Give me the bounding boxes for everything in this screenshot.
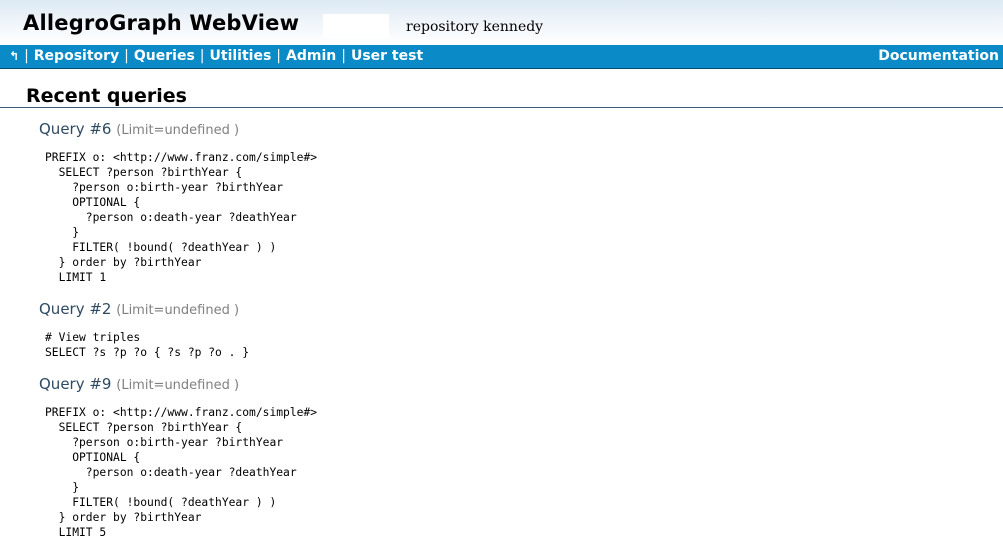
query-code: PREFIX o: <http://www.franz.com/simple#>… xyxy=(45,151,318,284)
repository-label: repository kennedy xyxy=(406,19,544,35)
query-title[interactable]: Query #9 xyxy=(39,375,112,393)
query-limit: (Limit=undefined ) xyxy=(116,123,240,138)
redacted-region xyxy=(323,14,389,38)
query-title[interactable]: Query #6 xyxy=(39,120,112,138)
nav-repository[interactable]: Repository xyxy=(33,48,120,64)
navbar: ↰|Repository|Queries|Utilities|Admin|Use… xyxy=(0,45,1003,69)
nav-menu: ↰|Repository|Queries|Utilities|Admin|Use… xyxy=(9,48,423,64)
query-heading[interactable]: Query #9 (Limit=undefined ) xyxy=(39,375,311,393)
page-title: Recent queries xyxy=(26,85,187,107)
nav-utilities[interactable]: Utilities xyxy=(209,48,272,64)
back-arrow-icon[interactable]: ↰ xyxy=(9,49,20,63)
nav-separator: | xyxy=(276,48,282,64)
nav-separator: | xyxy=(24,48,29,64)
header: AllegroGraph WebView repository kennedy xyxy=(0,0,1003,45)
nav-separator: | xyxy=(124,48,129,64)
query-item: Query #2 (Limit=undefined ) # View tripl… xyxy=(39,300,249,360)
nav-separator: | xyxy=(199,48,205,64)
query-heading[interactable]: Query #2 (Limit=undefined ) xyxy=(39,300,243,318)
nav-separator: | xyxy=(341,48,346,64)
query-code: PREFIX o: <http://www.franz.com/simple#>… xyxy=(45,406,318,539)
query-code: # View triples SELECT ?s ?p ?o { ?s ?p ?… xyxy=(45,331,250,359)
query-title[interactable]: Query #2 xyxy=(39,300,112,318)
nav-queries[interactable]: Queries xyxy=(133,48,195,64)
query-limit: (Limit=undefined ) xyxy=(116,378,240,393)
query-item: Query #6 (Limit=undefined ) PREFIX o: <h… xyxy=(39,120,317,285)
query-limit: (Limit=undefined ) xyxy=(116,303,240,318)
app-title: AllegroGraph WebView xyxy=(23,11,300,35)
nav-user[interactable]: User test xyxy=(350,48,424,64)
query-item: Query #9 (Limit=undefined ) PREFIX o: <h… xyxy=(39,375,317,540)
query-heading[interactable]: Query #6 (Limit=undefined ) xyxy=(39,120,311,138)
nav-admin[interactable]: Admin xyxy=(286,48,337,64)
title-divider xyxy=(0,107,1003,108)
nav-documentation[interactable]: Documentation xyxy=(878,48,999,64)
